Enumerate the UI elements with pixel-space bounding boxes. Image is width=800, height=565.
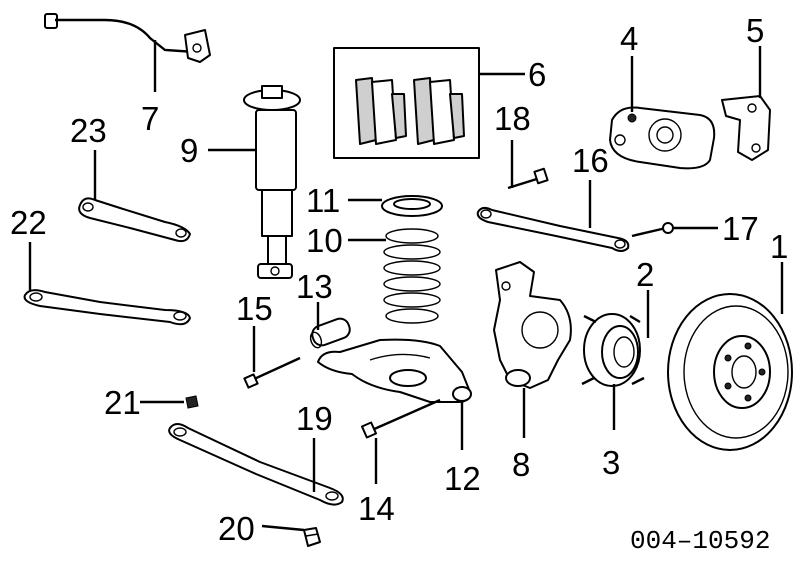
callout-18: 18 xyxy=(494,100,531,137)
part-17-bolt xyxy=(631,222,674,238)
callout-6: 6 xyxy=(528,56,546,93)
part-5-caliper-bracket xyxy=(721,95,771,161)
callout-19: 19 xyxy=(296,400,333,437)
callout-7: 7 xyxy=(141,100,159,137)
callout-8: 8 xyxy=(512,446,530,483)
callout-3: 3 xyxy=(602,444,620,481)
callout-4: 4 xyxy=(620,20,638,57)
part-12-lower-spring-arm xyxy=(317,338,472,403)
part-11-spring-isolator xyxy=(381,195,443,217)
part-14-bolt xyxy=(360,398,441,439)
callout-16: 16 xyxy=(572,142,609,179)
part-7-brake-hose xyxy=(44,13,211,63)
part-8-knuckle xyxy=(493,261,572,389)
part-18-bolt xyxy=(507,167,549,190)
callout-10: 10 xyxy=(306,222,343,259)
part-4-brake-caliper xyxy=(609,106,716,170)
diagram-code: 004–10592 xyxy=(630,526,770,556)
part-15-bolt xyxy=(243,356,301,389)
part-23-upper-control-arm xyxy=(78,197,191,243)
callout-9: 9 xyxy=(180,132,198,169)
callout-11: 11 xyxy=(306,182,340,219)
part-9-shock-absorber xyxy=(243,85,301,279)
callout-20: 20 xyxy=(218,510,255,547)
part-20-nut xyxy=(303,527,321,547)
part-22-lower-control-arm xyxy=(23,289,191,326)
callout-1: 1 xyxy=(770,228,788,265)
part-10-coil-spring xyxy=(383,228,441,324)
part-2-hub-bearing xyxy=(581,313,645,387)
part-21-nut xyxy=(185,395,199,409)
callout-12: 12 xyxy=(444,460,481,497)
callout-23: 23 xyxy=(70,112,107,149)
callout-13: 13 xyxy=(296,268,333,305)
callout-15: 15 xyxy=(236,290,273,327)
callout-21: 21 xyxy=(104,384,141,421)
part-16-tension-strut xyxy=(476,206,630,252)
part-6-brake-pad-kit xyxy=(333,47,480,159)
callout-17: 17 xyxy=(722,210,759,247)
callout-14: 14 xyxy=(358,490,395,527)
part-1-brake-rotor xyxy=(667,293,793,451)
part-19-link xyxy=(168,423,344,506)
callout-2: 2 xyxy=(636,256,654,293)
part-13-bushing xyxy=(309,317,351,349)
callout-5: 5 xyxy=(746,12,764,49)
callout-22: 22 xyxy=(10,204,47,241)
